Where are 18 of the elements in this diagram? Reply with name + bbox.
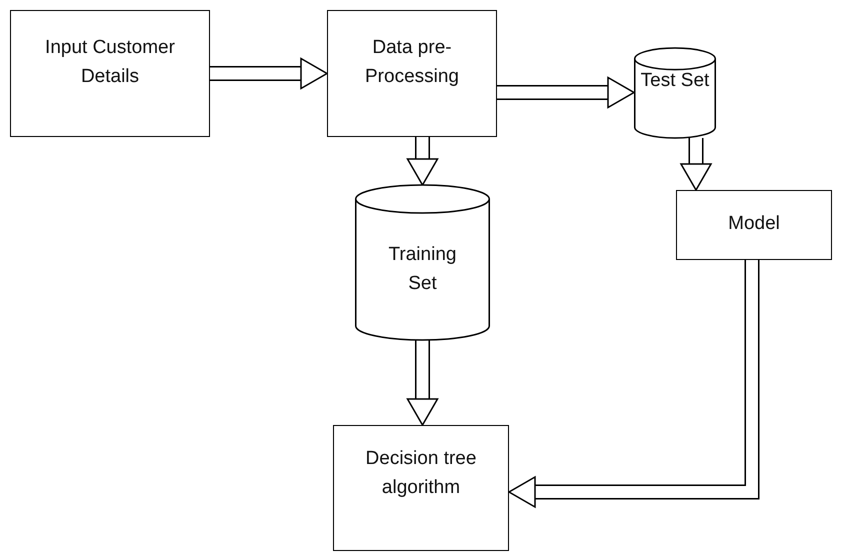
block-arrow [210, 57, 328, 90]
block-arrow [406, 137, 439, 186]
block-arrow [508, 260, 760, 508]
database-cylinder [355, 185, 490, 340]
node-label: Training Set [388, 243, 458, 296]
process-box [676, 190, 832, 260]
process-box [333, 425, 509, 551]
node-label: Decision tree algorithm [364, 447, 478, 500]
block-arrow [680, 138, 712, 192]
process-box [327, 10, 497, 137]
database-cylinder [634, 48, 716, 138]
block-arrow [497, 76, 636, 109]
node-label: Data pre-Processing [364, 36, 460, 89]
node-label: Model [728, 212, 780, 236]
process-box [10, 10, 210, 137]
node-label: Input Customer Details [44, 36, 176, 89]
block-arrow [406, 340, 439, 426]
node-label: Test Set [640, 69, 710, 93]
